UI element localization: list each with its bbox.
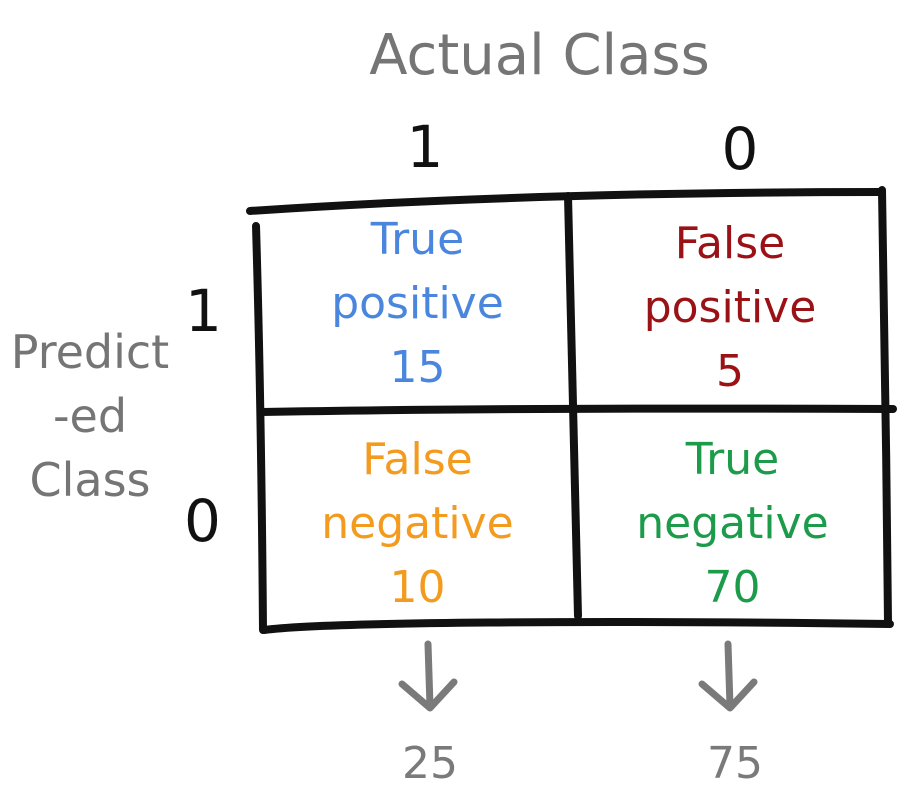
column-label-actual-1: 1 xyxy=(406,113,444,181)
column-label-actual-0: 0 xyxy=(721,115,759,183)
cell-label-line: False xyxy=(362,434,473,485)
column-total-actual-0: 75 xyxy=(707,738,763,789)
predicted-title-line: Class xyxy=(29,453,151,507)
predicted-title-line: Predict xyxy=(10,325,170,379)
cell-false-negative: False negative 10 xyxy=(265,428,570,620)
cell-count: 70 xyxy=(704,562,761,613)
cell-false-positive: False positive 5 xyxy=(575,212,885,404)
cell-label-line: positive xyxy=(331,278,504,329)
actual-class-title: Actual Class xyxy=(369,23,710,88)
cell-label-line: negative xyxy=(636,498,829,549)
grid-left-line xyxy=(252,222,267,634)
row-label-predicted-1: 1 xyxy=(185,277,222,345)
cell-count: 10 xyxy=(389,562,446,613)
cell-label-line: True xyxy=(685,434,780,485)
cell-count: 15 xyxy=(389,342,446,393)
arrow-down-icon xyxy=(398,640,458,712)
row-label-predicted-0: 0 xyxy=(184,487,221,555)
cell-true-negative: True negative 70 xyxy=(580,428,885,620)
grid-top-line xyxy=(246,188,884,215)
cell-label-line: False xyxy=(674,218,786,269)
cell-true-positive: True positive 15 xyxy=(265,208,570,400)
predicted-class-title: Predict -ed Class xyxy=(0,320,180,512)
cell-count: 5 xyxy=(716,346,744,397)
arrow-down-icon xyxy=(698,640,758,712)
grid-right-line xyxy=(878,186,892,626)
cell-label-line: negative xyxy=(321,498,514,549)
cell-label-line: True xyxy=(370,214,465,265)
grid-middle-horizontal xyxy=(258,404,897,416)
cell-label-line: positive xyxy=(643,282,817,333)
column-total-actual-1: 25 xyxy=(402,738,458,789)
grid-bottom-line xyxy=(260,618,894,634)
predicted-title-line: -ed xyxy=(52,389,128,443)
